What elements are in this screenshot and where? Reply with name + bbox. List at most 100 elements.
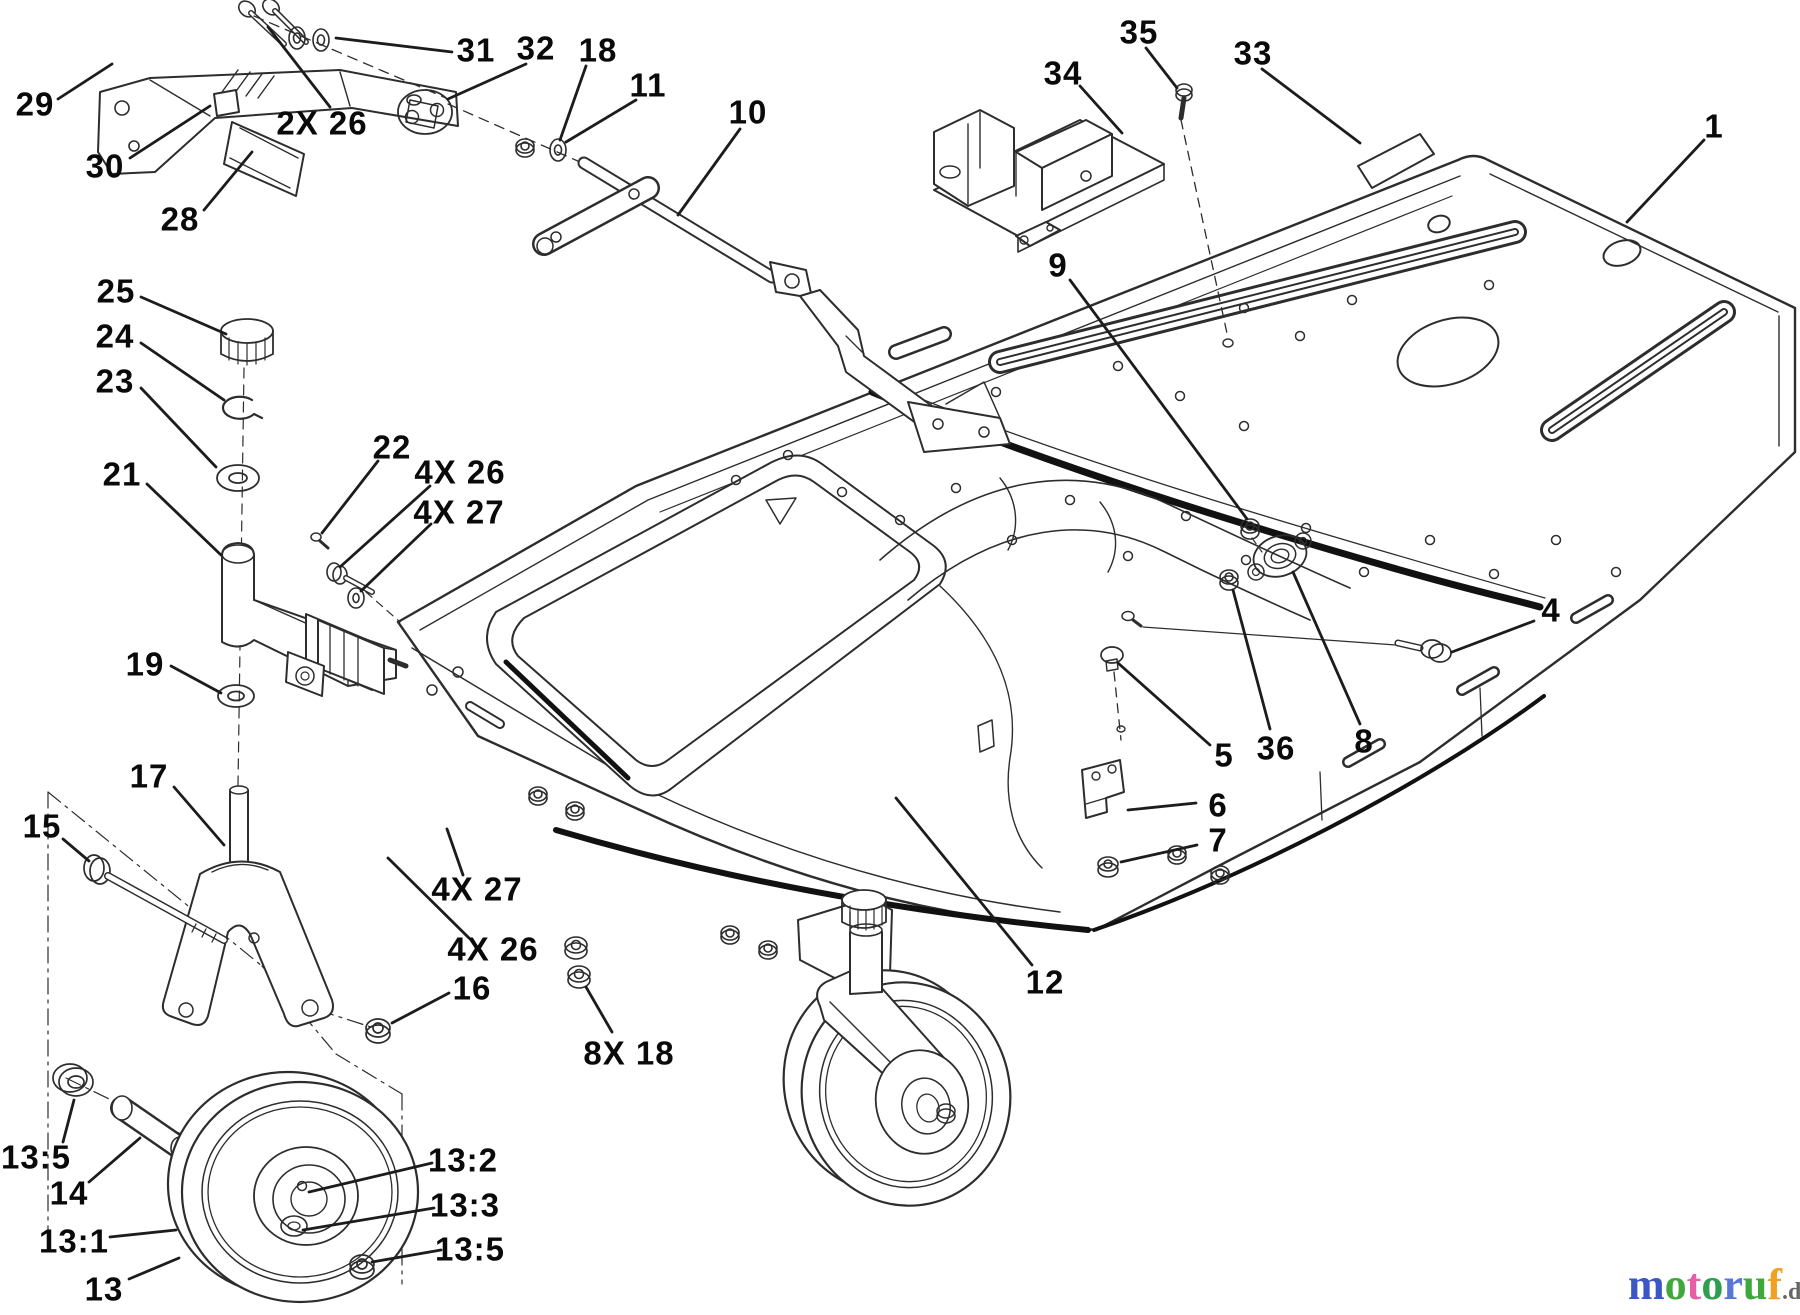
callout-2-28: 28 — [160, 200, 200, 238]
callout-19-4x-26: 4X 26 — [414, 453, 506, 491]
leader-37-13-1 — [108, 1228, 178, 1239]
leader-15-24 — [139, 341, 226, 402]
callout-21-19: 19 — [125, 645, 165, 683]
callout-15-24: 24 — [95, 317, 135, 355]
leader-13-9 — [1068, 278, 1249, 521]
leader-0-29 — [56, 62, 114, 101]
bracket-6 — [1081, 759, 1125, 819]
callout-33-16: 16 — [452, 969, 492, 1007]
leader-17-21 — [145, 482, 223, 557]
bolt-4 — [1394, 639, 1452, 663]
leader-2-28 — [202, 150, 254, 212]
leader-6-18 — [558, 64, 588, 142]
leader-25-5 — [1116, 661, 1212, 747]
callout-41-13-5: 13:5 — [434, 1230, 506, 1268]
rubber-pad-28 — [223, 121, 305, 197]
washer-23 — [216, 464, 260, 492]
deck-slot-small — [888, 326, 952, 360]
leader-19-4x-26 — [338, 484, 432, 569]
callout-12-1: 1 — [1704, 107, 1724, 145]
callout-10-35: 35 — [1119, 13, 1159, 51]
callout-26-36: 36 — [1256, 729, 1296, 767]
leader-21-19 — [169, 664, 223, 695]
callout-18-22: 22 — [372, 428, 412, 466]
watermark-letter-3: o — [1701, 1260, 1724, 1309]
leader-16-23 — [139, 386, 218, 469]
callout-7-11: 11 — [629, 66, 667, 104]
leader-1-30 — [128, 104, 212, 160]
nut-13-5-right — [349, 1254, 375, 1280]
leader-33-16 — [390, 991, 451, 1025]
leader-24-4 — [1450, 619, 1536, 654]
callout-16-23: 23 — [95, 362, 135, 400]
wheel-13 — [166, 1070, 420, 1304]
leader-29-7 — [1119, 843, 1199, 864]
callout-32-4x-26: 4X 26 — [447, 930, 539, 968]
watermark-letter-4: r — [1723, 1260, 1743, 1309]
callout-29-7: 7 — [1208, 821, 1228, 859]
frame-opening-outer — [486, 454, 947, 797]
washer-19 — [217, 684, 255, 708]
leader-40-13-3 — [301, 1206, 436, 1232]
leader-36-14 — [87, 1136, 142, 1184]
clip-24 — [221, 395, 264, 420]
screw-13-2 — [296, 1180, 308, 1192]
deck-large-hole — [1396, 316, 1500, 388]
nut-36 — [1219, 569, 1239, 591]
washer-4x27 — [347, 587, 365, 609]
callout-11-33: 33 — [1233, 34, 1273, 72]
nut-16 — [365, 1018, 391, 1044]
nut-9 — [1240, 518, 1260, 540]
leader-39-13-2 — [307, 1161, 434, 1194]
leader-14-25 — [139, 295, 228, 336]
leader-41-13-5 — [370, 1248, 443, 1264]
callout-22-17: 17 — [129, 757, 169, 795]
deck-slot-1 — [988, 220, 1527, 374]
callout-6-18: 18 — [578, 31, 618, 69]
leader-3-2x-26 — [266, 25, 332, 109]
leader-31-4x-27 — [445, 827, 465, 877]
callout-36-14: 14 — [49, 1174, 89, 1212]
callout-37-13-1: 13:1 — [38, 1222, 110, 1260]
callout-24-4: 4 — [1541, 591, 1561, 629]
leader-32-4x-26 — [386, 856, 471, 940]
frame-rail-dark-edge — [553, 827, 1091, 933]
callout-23-15: 15 — [22, 807, 62, 845]
clevis-32 — [397, 89, 453, 135]
watermark-letter-0: m — [1628, 1260, 1665, 1309]
leader-26-36 — [1231, 588, 1272, 731]
leader-20-4x-27 — [359, 522, 433, 593]
callout-9-34: 34 — [1043, 54, 1083, 92]
leader-34-8x-18 — [584, 985, 614, 1034]
fork-17 — [161, 785, 334, 1028]
callout-34-8x-18: 8X 18 — [583, 1034, 675, 1072]
callout-5-32: 32 — [516, 29, 556, 67]
leader-7-11 — [564, 98, 638, 144]
leader-30-12 — [894, 796, 1034, 967]
callout-17-21: 21 — [102, 455, 142, 493]
leader-8-10 — [676, 127, 742, 217]
bearing-13-5-left — [52, 1063, 94, 1097]
callout-8-10: 10 — [728, 93, 768, 131]
left-caster-exploded — [47, 318, 420, 1304]
callout-0-29: 29 — [15, 85, 55, 123]
caster-arm-21 — [221, 542, 409, 697]
flange-bearing-8 — [1247, 532, 1312, 581]
nut-7 — [1097, 856, 1119, 878]
leader-10-35 — [1144, 46, 1179, 90]
callout-40-13-3: 13:3 — [429, 1186, 501, 1224]
watermark-letter-1: o — [1664, 1260, 1687, 1309]
leader-23-15 — [61, 837, 91, 863]
callout-31-4x-27: 4X 27 — [431, 870, 523, 908]
link-rod-10 — [532, 156, 1011, 453]
right-hardware — [1081, 518, 1452, 878]
skirt-oblong-holes — [465, 594, 1614, 768]
watermark-letter-2: t — [1686, 1260, 1702, 1309]
washer-11 — [549, 138, 567, 162]
callout-leader-lines — [56, 25, 1706, 1281]
leader-4-31 — [334, 36, 454, 54]
callout-25-5: 5 — [1214, 736, 1234, 774]
callout-38-13: 13 — [84, 1270, 124, 1308]
watermark-letter-5: u — [1742, 1260, 1768, 1309]
